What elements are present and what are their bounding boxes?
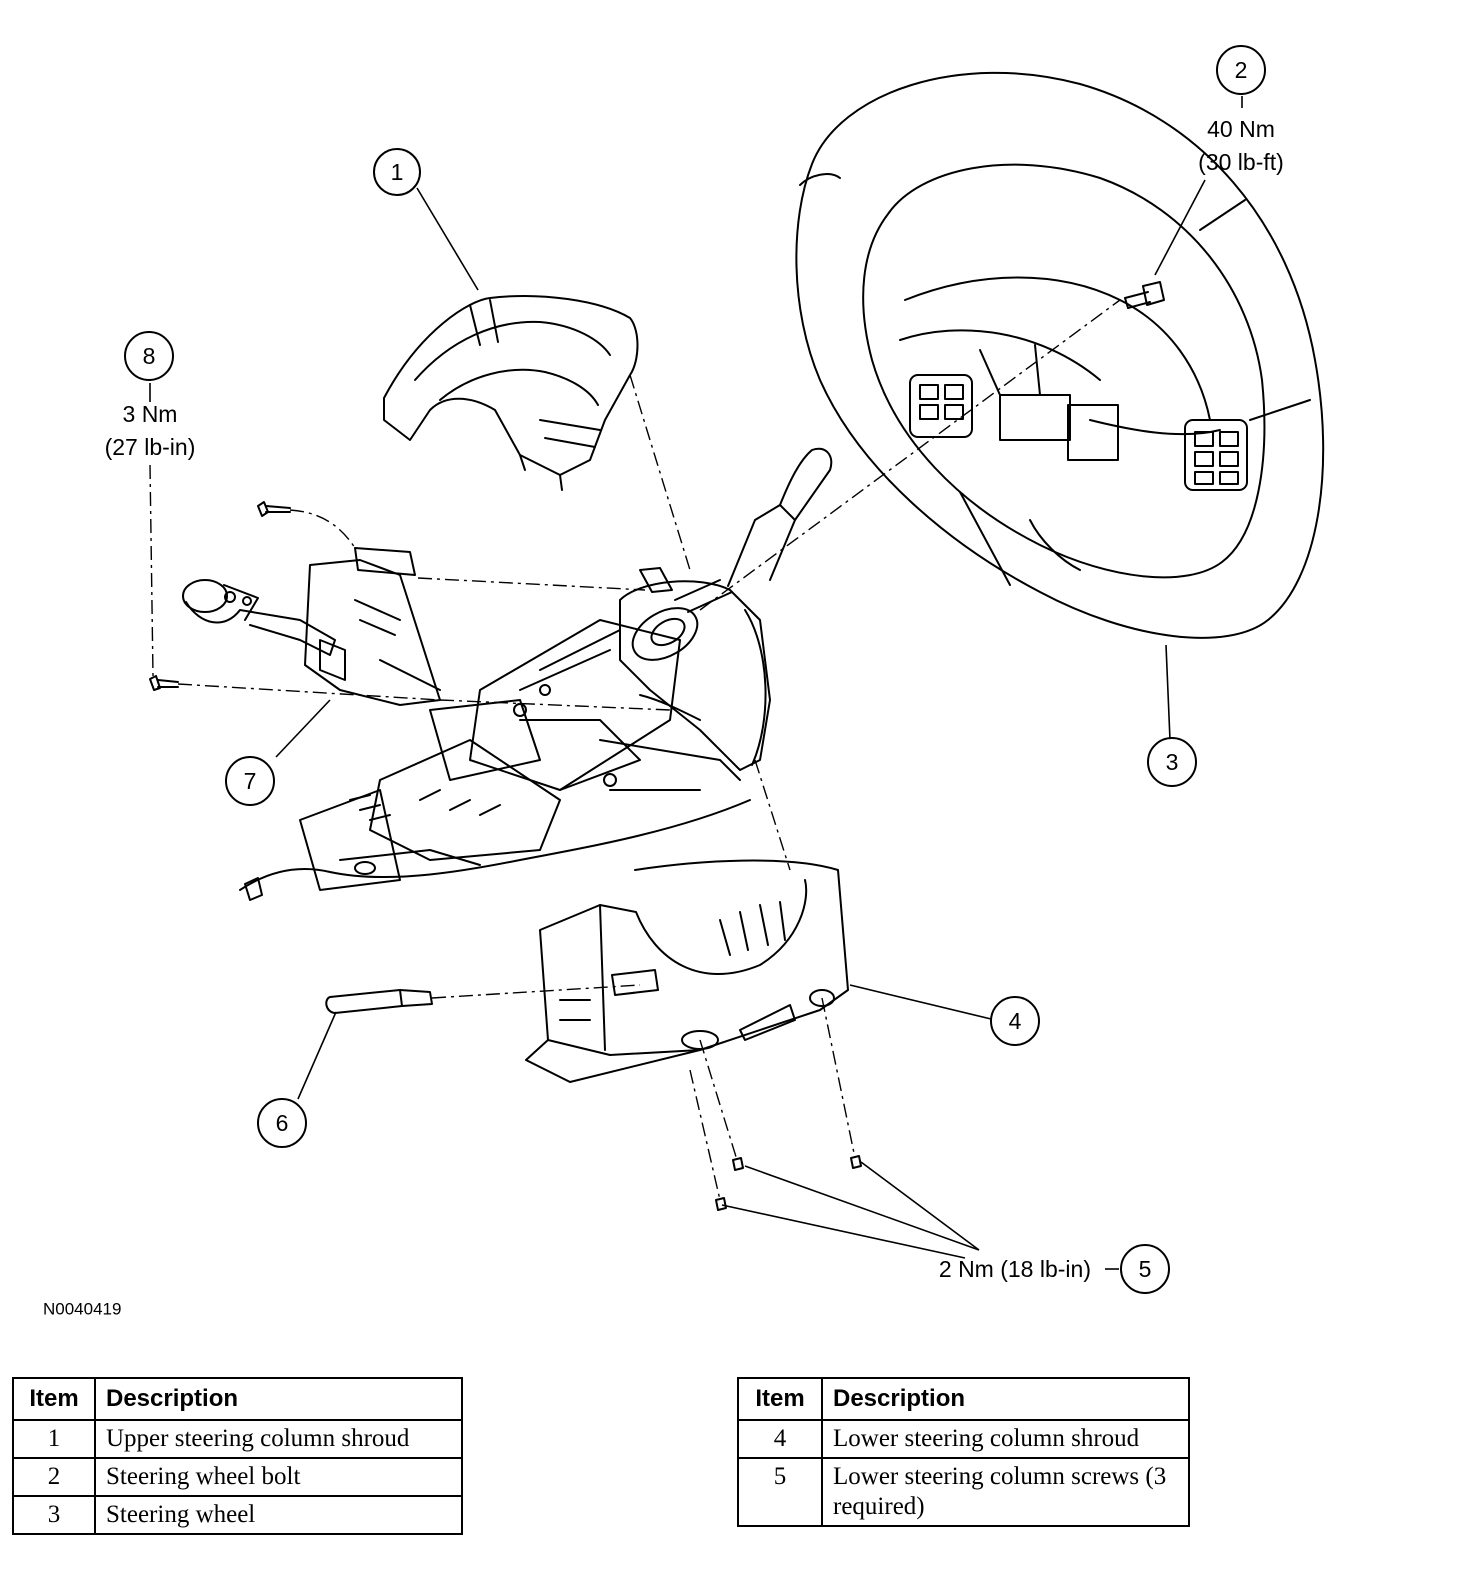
callout-3: 3	[1166, 749, 1179, 775]
callout-circle-6	[257, 1098, 307, 1148]
callout-circle-1	[373, 148, 421, 196]
lower-shroud	[525, 859, 849, 1083]
item-description: Steering wheel	[94, 1495, 463, 1535]
steering-wheel-bolt	[1124, 281, 1165, 309]
item-number: 2	[12, 1457, 96, 1497]
torque-label-8-lbin: (27 lb-in)	[105, 434, 196, 460]
torque-label-2-lbft: (30 lb-ft)	[1198, 149, 1284, 175]
table-header-row: Item Description	[12, 1377, 463, 1421]
column-header-item: Item	[737, 1377, 823, 1421]
switch-screw-upper	[257, 501, 291, 517]
callout-8: 8	[143, 343, 156, 369]
callout-circle-5	[1120, 1244, 1170, 1294]
lower-screws	[715, 1155, 862, 1211]
legend-table-right: Item Description 4 Lower steering column…	[737, 1377, 1190, 1527]
item-number: 3	[12, 1495, 96, 1535]
callout-circle-7	[225, 756, 275, 806]
table-header-row: Item Description	[737, 1377, 1190, 1421]
column-header-description: Description	[94, 1377, 463, 1421]
column-header-description: Description	[821, 1377, 1190, 1421]
callout-circle-8	[124, 331, 174, 381]
assembly-lines	[149, 299, 1121, 1201]
item-description: Steering wheel bolt	[94, 1457, 463, 1497]
legend-table-left: Item Description 1 Upper steering column…	[12, 1377, 463, 1535]
table-row: 1 Upper steering column shroud	[12, 1419, 463, 1459]
item-description: Lower steering column shroud	[821, 1419, 1190, 1459]
item-description: Lower steering column screws (3 required…	[821, 1457, 1190, 1527]
figure-code: N0040419	[43, 1300, 121, 1319]
upper-shroud	[383, 295, 639, 491]
callout-2: 2	[1235, 57, 1248, 83]
exploded-view-diagram: 1 2 3 4 5 6 7 8 40 Nm (30 lb-ft) 3 Nm (2…	[43, 45, 1325, 1319]
callout-7: 7	[244, 768, 257, 794]
table-row: 2 Steering wheel bolt	[12, 1457, 463, 1497]
callout-4: 4	[1009, 1008, 1022, 1034]
torque-label-5: 2 Nm (18 lb-in)	[939, 1256, 1091, 1282]
table-row: 4 Lower steering column shroud	[737, 1419, 1190, 1459]
shift-lever	[727, 447, 833, 587]
item-number: 5	[737, 1457, 823, 1527]
leader-lines	[149, 96, 1243, 1270]
torque-label-2-nm: 40 Nm	[1207, 116, 1275, 142]
steering-wheel	[795, 71, 1325, 639]
item-number: 1	[12, 1419, 96, 1459]
switch-screw-lower	[149, 675, 179, 691]
callout-1: 1	[391, 159, 404, 185]
callout-circle-3	[1147, 737, 1197, 787]
table-row: 3 Steering wheel	[12, 1495, 463, 1535]
key-cylinder	[325, 989, 433, 1014]
callout-5: 5	[1139, 1256, 1152, 1282]
callout-circle-2	[1216, 45, 1266, 95]
multifunction-switch	[182, 547, 441, 706]
steering-column	[239, 567, 771, 901]
callout-circle-4	[990, 996, 1040, 1046]
item-description: Upper steering column shroud	[94, 1419, 463, 1459]
callout-6: 6	[276, 1110, 289, 1136]
table-row: 5 Lower steering column screws (3 requir…	[737, 1457, 1190, 1527]
column-header-item: Item	[12, 1377, 96, 1421]
item-number: 4	[737, 1419, 823, 1459]
torque-label-8-nm: 3 Nm	[123, 401, 178, 427]
